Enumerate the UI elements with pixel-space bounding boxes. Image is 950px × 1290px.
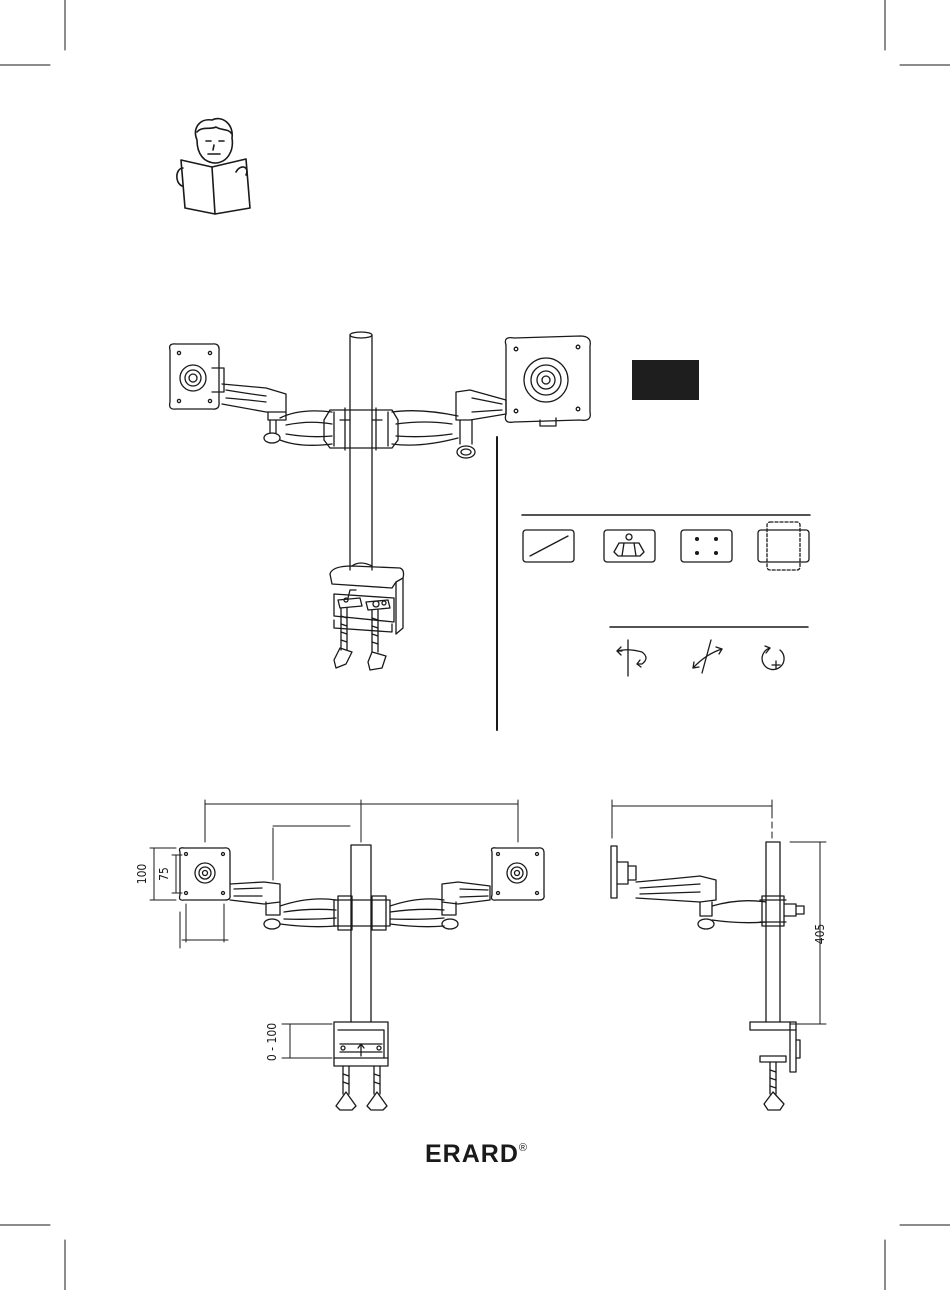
rotate-icon [762,646,784,670]
side-view-illustration [611,800,826,1110]
dim-plate-inner: 75 [157,867,171,881]
screen-size-icon [523,530,574,562]
dim-pole-height: 405 [813,924,827,945]
weight-icon [604,530,655,562]
dim-clamp-range: 0 - 100 [265,1023,279,1061]
vesa-dashed-icon [758,522,809,570]
perspective-mount-illustration [170,332,591,670]
tilt-icon [693,640,722,673]
brand-name: ERARD [425,1140,519,1168]
vesa-holes-icon [681,530,732,562]
swivel-icon [617,640,646,676]
brand-registered-mark: ® [519,1142,528,1154]
front-view-illustration [150,800,544,1110]
dim-plate-outer: 100 [135,864,149,885]
reader-icon [177,119,250,214]
brand-logo: ERARD® [425,1140,528,1169]
